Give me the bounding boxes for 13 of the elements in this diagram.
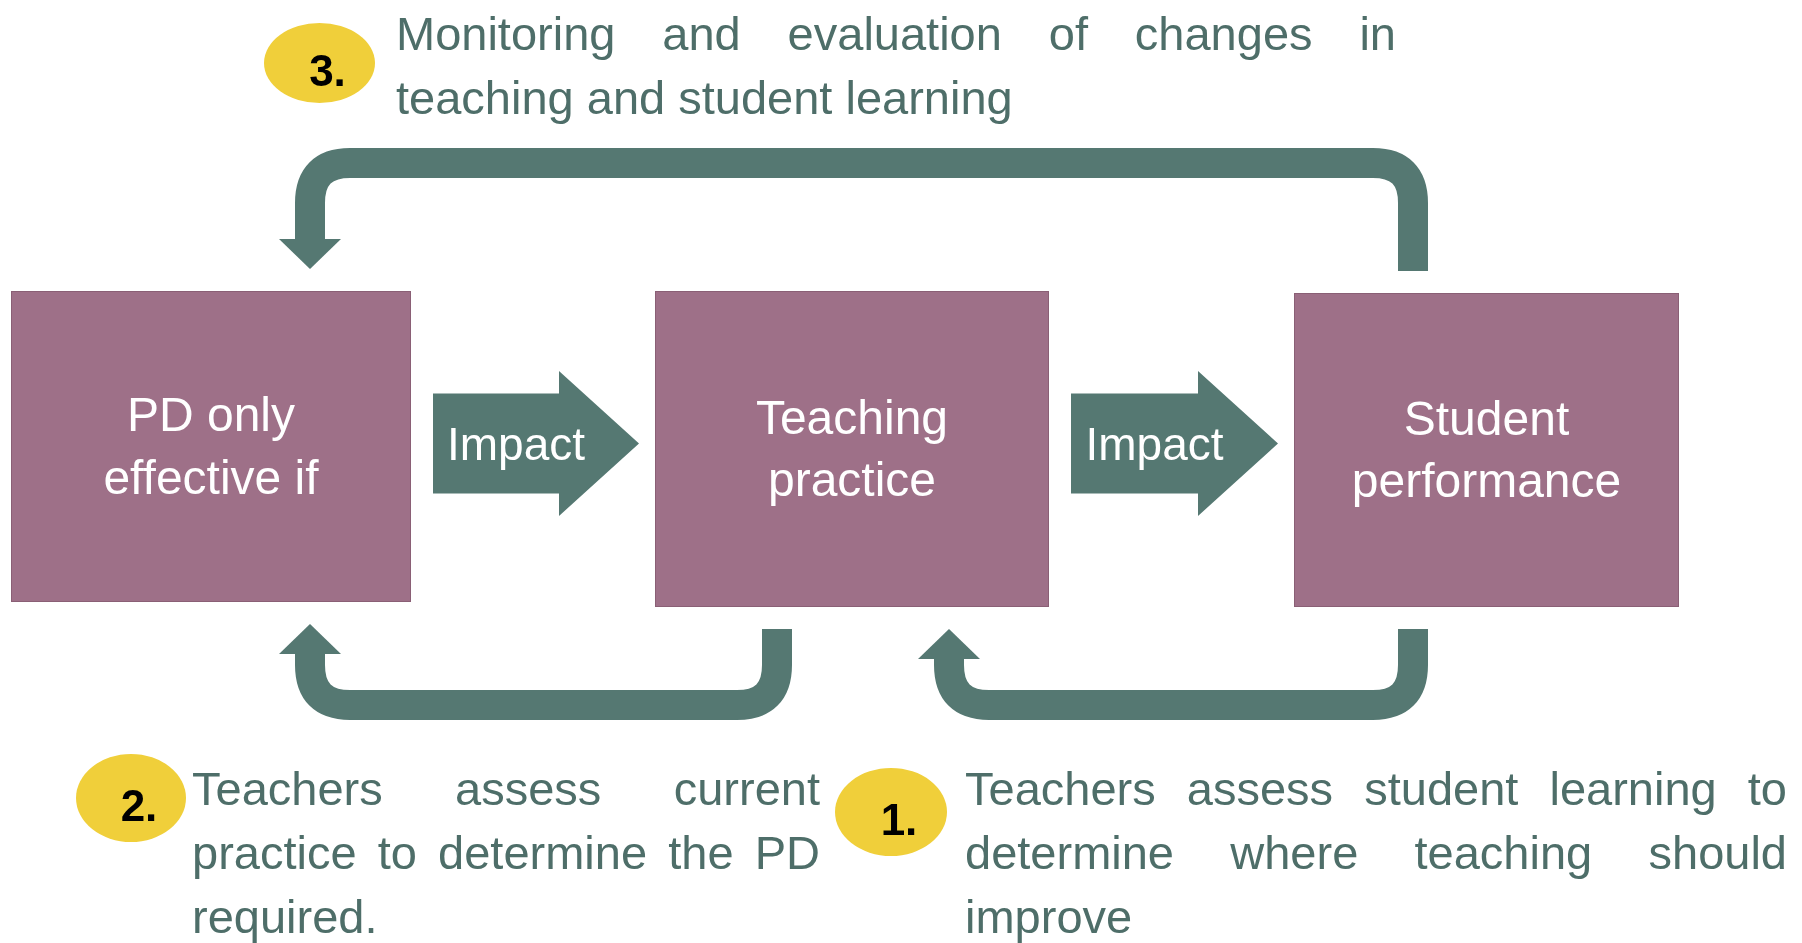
- number-badge: 1.: [835, 768, 947, 856]
- step-description: Monitoring and evaluation of changes in teaching and student learning: [396, 6, 1396, 126]
- process-box: PD only effective if: [11, 291, 411, 602]
- step-description: Teachers assess current practice to determine the PD required.: [192, 761, 820, 943]
- step-description: Teachers assess student learning to determine where teaching should improve: [965, 761, 1787, 943]
- process-box: Student performance: [1294, 293, 1679, 607]
- number-badge: 3.: [264, 23, 375, 103]
- block-arrow: [1071, 371, 1278, 516]
- feedback-arrow: [279, 624, 792, 720]
- process-box: Teaching practice: [655, 291, 1049, 607]
- feedback-arrow: [918, 629, 1428, 720]
- number-badge: 2.: [76, 754, 186, 842]
- block-arrow: [433, 371, 639, 516]
